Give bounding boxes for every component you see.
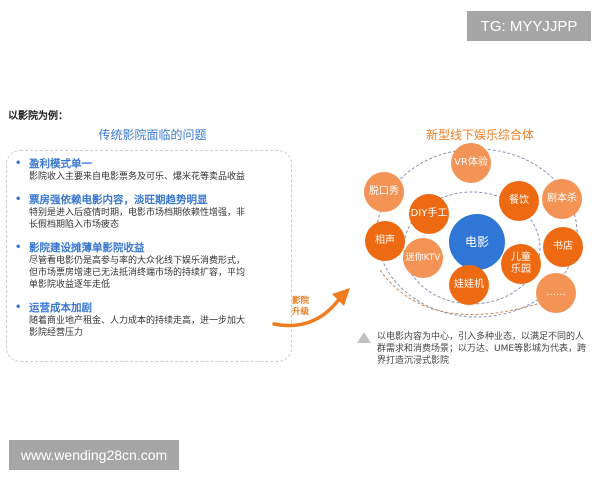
- problem-title: 影院建设摊薄单影院收益: [29, 242, 145, 254]
- bubble-bookstore: 书店: [543, 227, 583, 267]
- problem-item: • 盈利模式单一 影院收入主要来自电影票务及可乐、爆米花等卖品收益: [15, 157, 283, 183]
- bubble-script-murder: 剧本杀: [542, 179, 582, 219]
- problem-title: 盈利模式单一: [29, 158, 92, 170]
- note-text: 以电影内容为中心，引入多种业态，以满足不同的人群需求和消费场景；以万达、UME等…: [377, 332, 587, 366]
- desc-line: 特别是进入后疫情时期，电影市场档期依赖性增强，非: [29, 208, 246, 218]
- bubble-vr: VR体验: [451, 143, 491, 183]
- problem-desc: 尽管看电影仍是高参与率的大众化线下娱乐消费形式， 但市场票房增速已无法抵消终端市…: [29, 255, 283, 291]
- arrow-label-line: 升级: [292, 307, 310, 317]
- bubble-standup-comedy: 脱口秀: [364, 172, 404, 212]
- problem-title: 运营成本加剧: [29, 302, 92, 314]
- problem-desc: 随着商业地产租金、人力成本的持续走高，进一步加大 影院经营压力: [29, 315, 283, 339]
- problem-item: • 票房强依赖电影内容，淡旺期趋势明显 特别是进入后疫情时期，电影市场档期依赖性增…: [15, 193, 283, 231]
- bullet-icon: •: [15, 302, 22, 313]
- diagram-note: 以电影内容为中心，引入多种业态，以满足不同的人群需求和消费场景；以万达、UME等…: [357, 331, 589, 367]
- problem-desc: 特别是进入后疫情时期，电影市场档期依赖性增强，非 长假档期陷入市场疲态: [29, 207, 283, 231]
- watermark-bottom: www.wending28cn.com: [9, 440, 179, 470]
- entertainment-complex-diagram: 电影 脱口秀 VR体验 DIY手工 餐饮 剧本杀 相声 迷你KTV 书店 儿童乐…: [340, 140, 600, 330]
- desc-line: 影院收入主要来自电影票务及可乐、爆米花等卖品收益: [29, 172, 246, 182]
- desc-line: 随着商业地产租金、人力成本的持续走高，进一步加大: [29, 316, 246, 326]
- right-title: 新型线下娱乐综合体: [425, 128, 534, 142]
- example-label: 以影院为例：: [8, 111, 68, 122]
- bubble-dining: 餐饮: [499, 181, 539, 221]
- triangle-icon: [357, 332, 371, 343]
- bubble-kids-park: 儿童乐园: [501, 244, 541, 284]
- bullet-icon: •: [15, 194, 22, 205]
- bubble-mini-ktv: 迷你KTV: [403, 238, 443, 278]
- bubble-more: ……: [536, 273, 576, 313]
- left-title: 传统影院面临的问题: [98, 128, 207, 142]
- upgrade-arrow: 影院 升级: [270, 280, 360, 340]
- desc-line: 影院经营压力: [29, 328, 84, 338]
- problem-desc: 影院收入主要来自电影票务及可乐、爆米花等卖品收益: [29, 171, 283, 183]
- watermark-top: TG: MYYJJPP: [467, 11, 591, 41]
- core-bubble-film: 电影: [449, 214, 505, 270]
- bubble-claw-machine: 娃娃机: [449, 265, 489, 305]
- bullet-icon: •: [15, 242, 22, 253]
- desc-line: 长假档期陷入市场疲态: [29, 220, 120, 230]
- arrow-label: 影院 升级: [292, 296, 309, 318]
- problems-panel: • 盈利模式单一 影院收入主要来自电影票务及可乐、爆米花等卖品收益 • 票房强依赖电…: [6, 150, 292, 362]
- bubble-diy: DIY手工: [409, 194, 449, 234]
- problem-item: • 影院建设摊薄单影院收益 尽管看电影仍是高参与率的大众化线下娱乐消费形式， 但市…: [15, 241, 283, 291]
- bubble-crosstalk: 相声: [365, 221, 405, 261]
- desc-line: 单影院收益逐年走低: [29, 280, 111, 290]
- problem-title: 票房强依赖电影内容，淡旺期趋势明显: [29, 194, 208, 206]
- desc-line: 尽管看电影仍是高参与率的大众化线下娱乐消费形式，: [29, 256, 246, 266]
- bullet-icon: •: [15, 158, 22, 169]
- curved-arrow-icon: [272, 288, 350, 328]
- arrow-label-line: 影院: [292, 296, 310, 306]
- problem-item: • 运营成本加剧 随着商业地产租金、人力成本的持续走高，进一步加大 影院经营压力: [15, 301, 283, 339]
- desc-line: 但市场票房增速已无法抵消终端市场的持续扩容，平均: [29, 268, 246, 278]
